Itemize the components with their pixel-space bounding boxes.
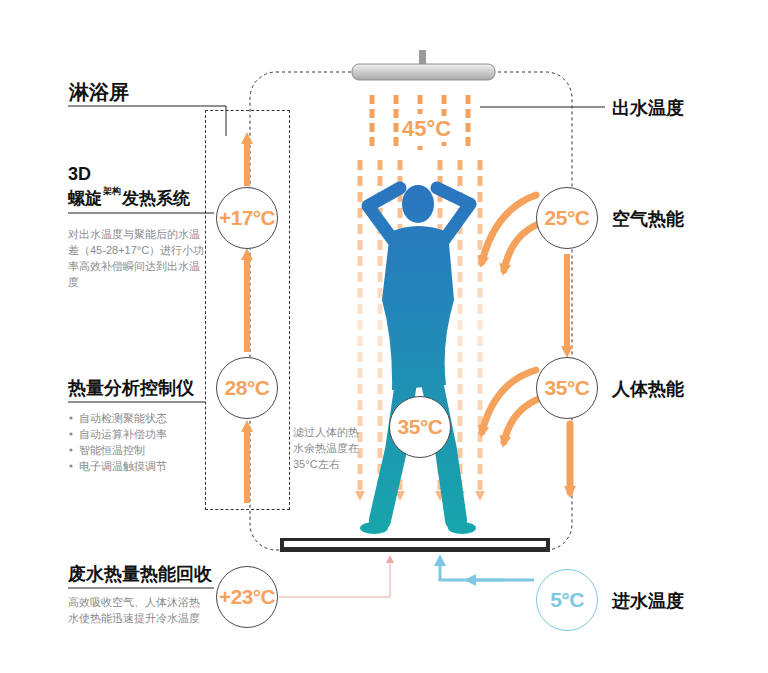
side-label: 出水温度 <box>612 96 684 120</box>
description: 对出水温度与聚能后的水温差（45-28+17°C）进行小功率高效补偿瞬间达到出水… <box>68 226 208 290</box>
leader-line <box>68 588 214 589</box>
temperature-circle: 28°C <box>216 357 278 419</box>
temperature-value: 28°C <box>225 376 270 400</box>
temperature-circle: 25°C <box>536 187 598 249</box>
human-figure <box>360 185 476 534</box>
note: 滤过人体的热水余热温度在35°C左右 <box>293 424 361 472</box>
flow-arrow <box>564 254 570 352</box>
floor-plate <box>284 541 546 547</box>
bullet-item: 自动检测聚能状态 <box>79 410 167 426</box>
superscript-note: 架构 <box>103 185 121 198</box>
bullet-item: 智能恒温控制 <box>79 442 145 458</box>
leader-line <box>68 402 205 403</box>
flow-arrow <box>244 254 250 352</box>
temperature-value: 25°C <box>545 206 590 230</box>
section-heading: 热量分析控制仪 <box>68 376 194 400</box>
temperature-value: 35°C <box>398 415 443 439</box>
section-heading: 发热系统 <box>122 187 190 210</box>
temperature-value: 45°C <box>399 116 454 142</box>
temperature-circle: 35°C <box>536 357 598 419</box>
leader-line <box>68 213 214 214</box>
temperature-value: 35°C <box>545 376 590 400</box>
cycle-outline <box>250 72 572 550</box>
section-heading: 废水热量热能回收 <box>68 562 212 586</box>
panel-heading: 淋浴屏 <box>69 79 129 106</box>
temperature-value: +23°C <box>219 585 275 609</box>
shower-screen-panel: 淋浴屏+17°C28°C <box>205 110 290 510</box>
water-rays <box>372 95 468 150</box>
leader-line <box>68 106 226 136</box>
bullet-item: 自动运算补偿功率 <box>79 426 167 442</box>
side-label: 空气热能 <box>612 207 684 231</box>
cold-water-arrow <box>470 579 505 582</box>
description: 高效吸收空气、人体沐浴热水使热能迅速提升冷水温度 <box>68 594 210 626</box>
temperature-circle: +23°C <box>216 566 278 628</box>
temperature-value: 5°C <box>550 588 584 612</box>
water-rays <box>360 160 480 496</box>
temperature-value: +17°C <box>219 206 275 230</box>
recovery-line <box>279 559 390 597</box>
cold-water-line <box>440 560 534 580</box>
temperature-circle: 5°C <box>536 569 598 631</box>
section-heading: 螺旋 <box>68 187 102 210</box>
bullet-item: 电子调温触摸调节 <box>79 458 167 474</box>
shower-head <box>352 64 495 80</box>
leader-line <box>480 107 605 108</box>
temperature-circle: +17°C <box>216 187 278 249</box>
side-label: 人体热能 <box>612 377 684 401</box>
section-heading: 3D <box>68 164 91 185</box>
floor-plate <box>280 538 550 552</box>
bullet-dot <box>69 416 72 467</box>
side-label: 进水温度 <box>612 589 684 613</box>
temperature-circle: 35°C <box>389 396 451 458</box>
